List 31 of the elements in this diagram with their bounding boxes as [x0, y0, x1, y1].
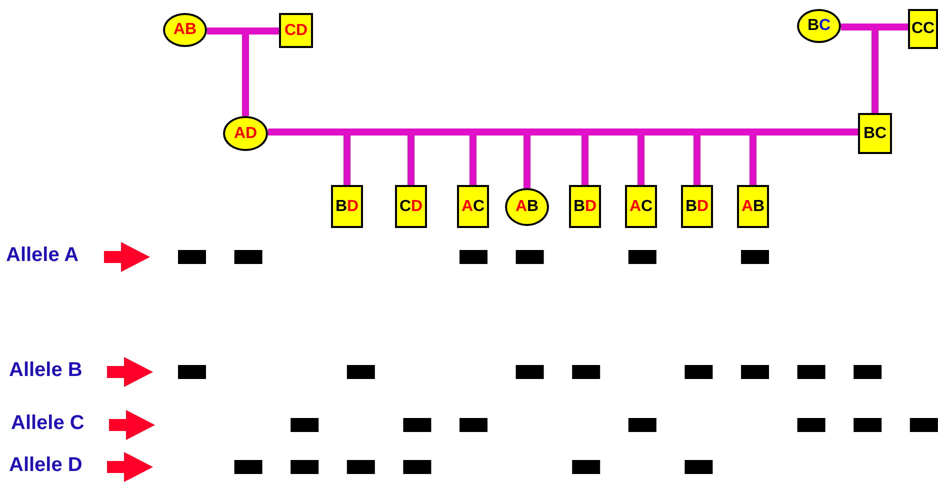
male-square: CD	[279, 13, 313, 48]
female-circle: AB	[163, 13, 207, 47]
mating-line	[641, 128, 697, 136]
male-square: BD	[331, 185, 363, 228]
mating-line	[753, 128, 858, 136]
mating-line	[697, 128, 753, 136]
male-square: BD	[569, 185, 601, 228]
allele-label: Allele D	[9, 454, 82, 477]
male-square: AC	[457, 185, 489, 228]
mating-line	[207, 28, 246, 34]
allele-label: Allele C	[11, 412, 84, 435]
mating-line	[527, 128, 585, 136]
mating-line	[347, 128, 411, 136]
female-circle: BC	[797, 9, 841, 43]
female-circle: AB	[505, 188, 549, 226]
mating-line	[246, 28, 279, 34]
male-square: AB	[737, 185, 769, 228]
male-square: CC	[908, 9, 938, 49]
male-square: BD	[681, 185, 713, 228]
mating-line	[473, 128, 527, 136]
allele-label: Allele A	[6, 244, 79, 267]
mating-line	[585, 128, 641, 136]
male-square: AC	[625, 185, 657, 228]
allele-label: Allele B	[9, 359, 82, 382]
mating-line	[411, 128, 473, 136]
male-square: BC	[858, 113, 892, 154]
female-circle: AD	[223, 116, 268, 151]
mating-line	[268, 128, 347, 136]
male-square: CD	[395, 185, 427, 228]
mating-line	[841, 24, 875, 30]
mating-line	[875, 24, 908, 30]
